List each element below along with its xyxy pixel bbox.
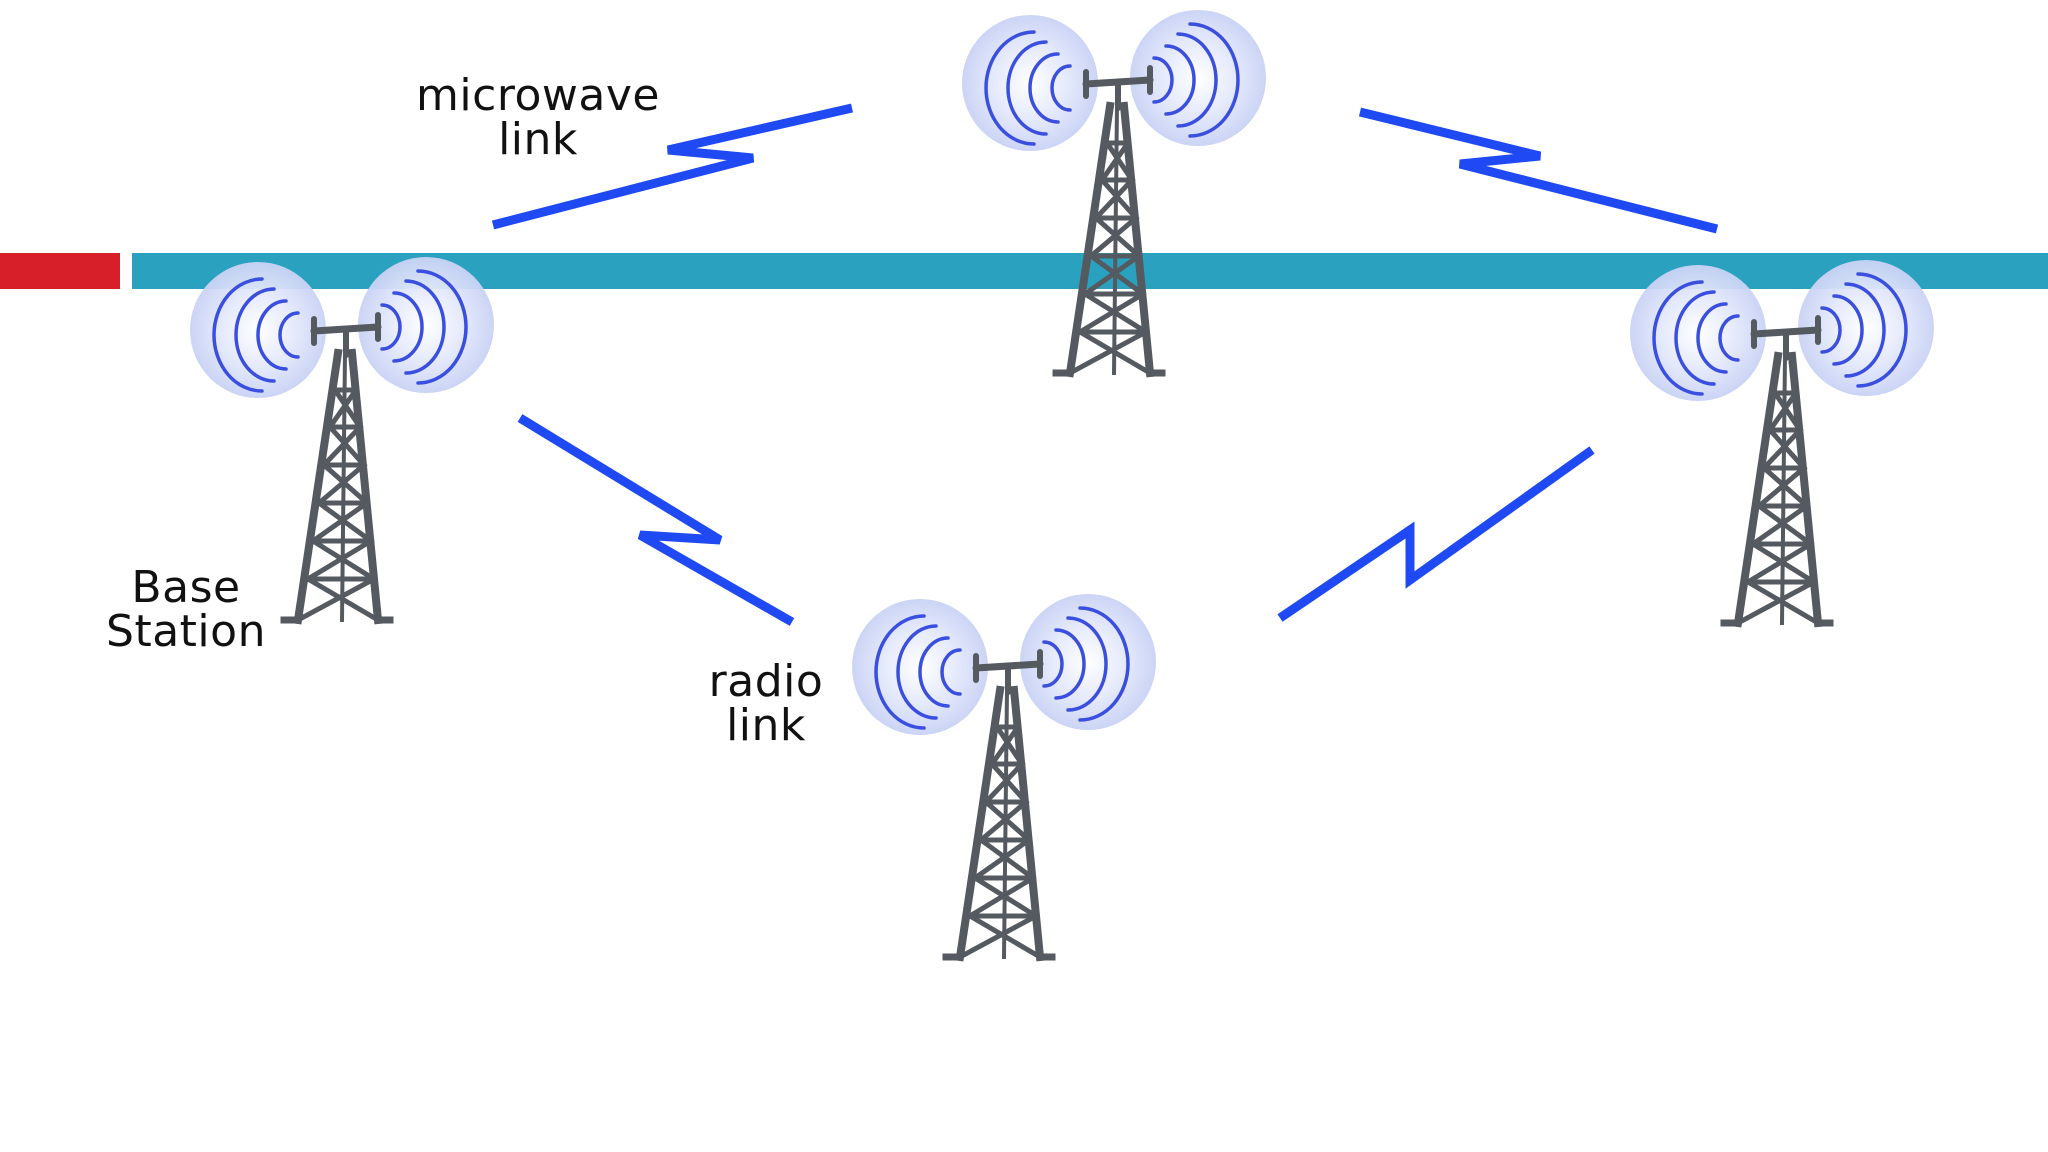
red-marker-bar [0,253,120,289]
radio-tower-icon [1630,260,1934,623]
radio-link-right [1277,446,1595,622]
radio-link-label-line2: link [726,700,806,751]
base-station-label-line1: Base [131,562,241,613]
radio-link-label: radio link [676,660,856,748]
radio-link-label-line1: radio [708,656,824,707]
base-station-label-line2: Station [106,606,266,657]
microwave-link-label-line2: link [498,114,578,165]
radio-tower-icon [962,10,1266,373]
microwave-link-right [1358,107,1719,234]
microwave-link-left [491,103,854,230]
radio-link-left [517,414,795,626]
microwave-link-label: microwave link [388,74,688,162]
base-station-label: Base Station [76,566,296,654]
microwave-link-label-line1: microwave [416,70,660,121]
radio-tower-icon [852,594,1156,957]
